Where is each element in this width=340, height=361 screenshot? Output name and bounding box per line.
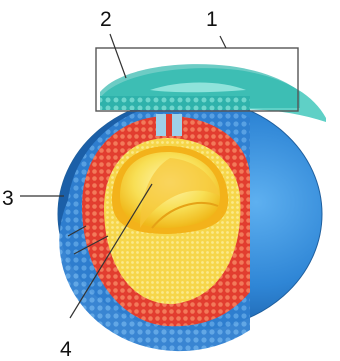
label-3: 3	[2, 187, 14, 210]
leader-line-2	[110, 34, 126, 78]
label-1: 1	[206, 8, 218, 31]
label-2: 2	[100, 8, 112, 31]
label-4: 4	[60, 338, 72, 361]
leader-line-1	[220, 36, 226, 48]
